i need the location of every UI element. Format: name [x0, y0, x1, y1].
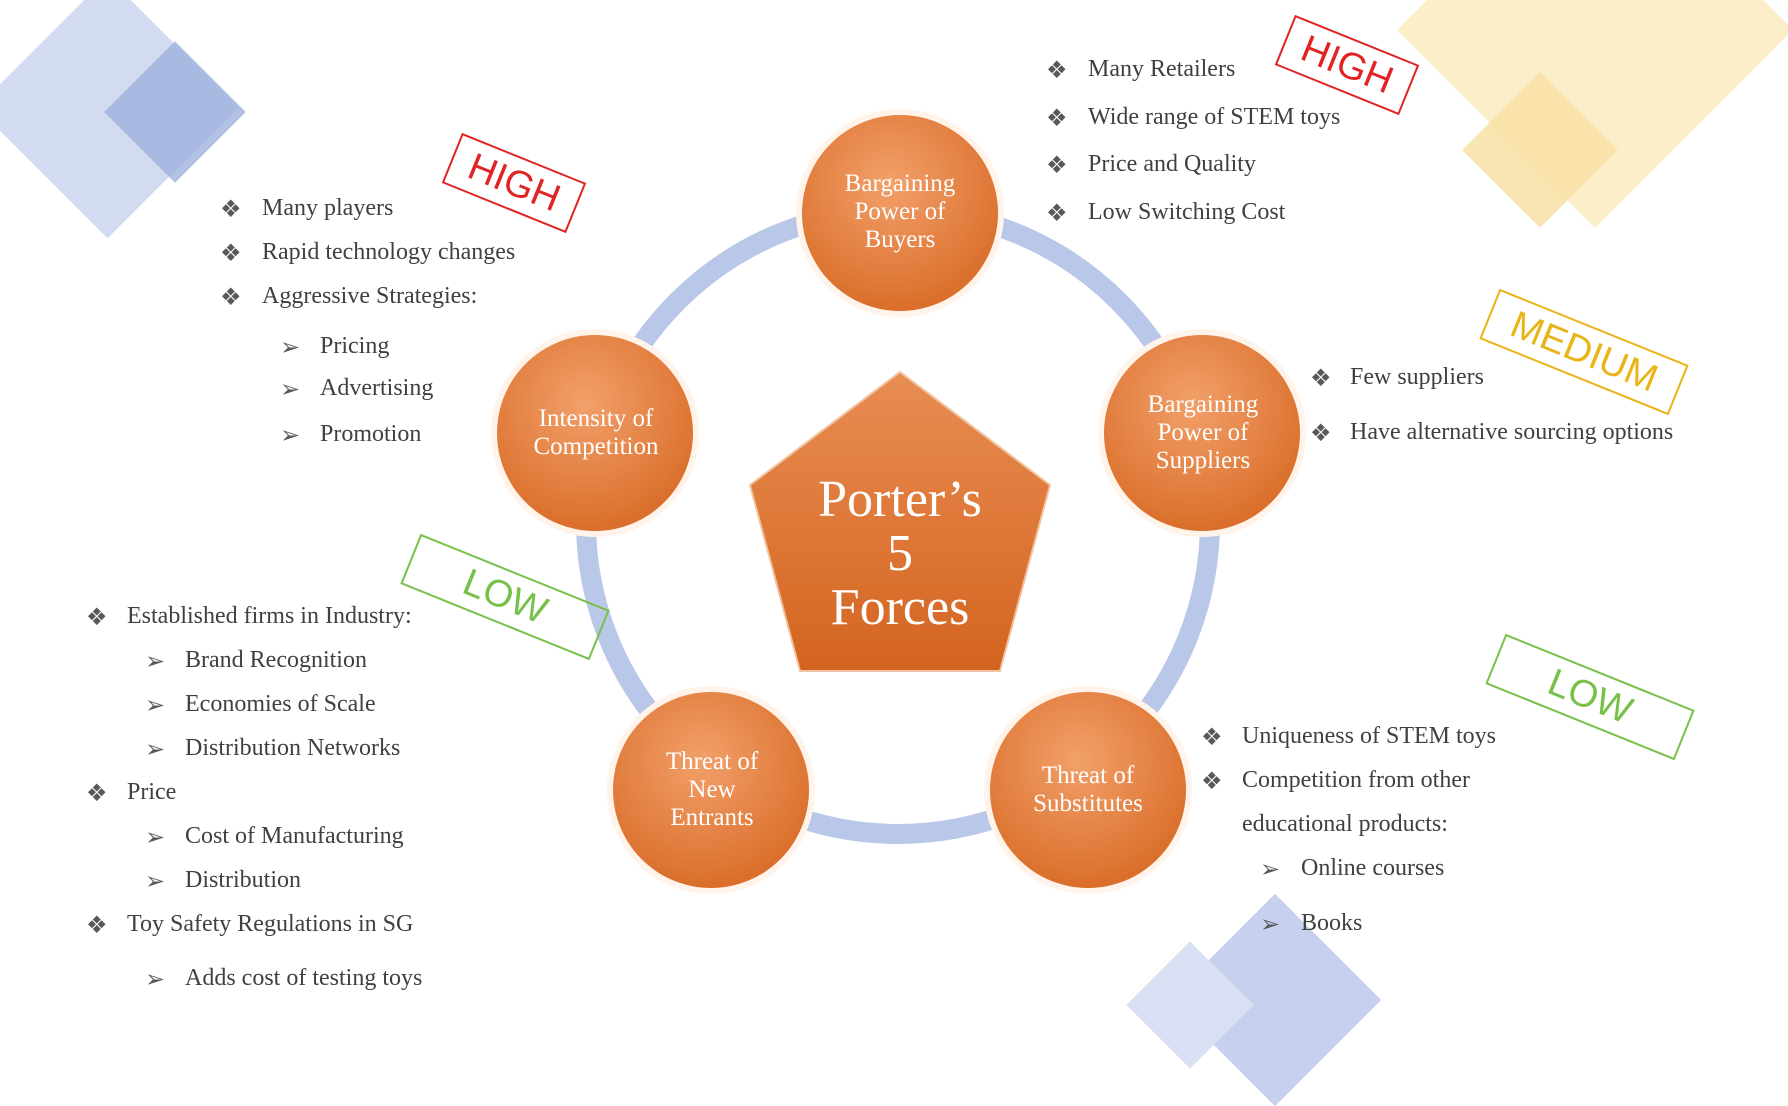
arrow-bullet-icon: ➢	[280, 377, 301, 403]
node-entrants-line2: New	[688, 776, 736, 803]
list-item: Have alternative sourcing options	[1350, 419, 1674, 445]
arrow-bullet-icon: ➢	[1260, 857, 1281, 883]
diamond-bullet-icon: ❖	[1046, 201, 1068, 227]
diamond-bullet-icon: ❖	[86, 781, 108, 807]
list-item: educational products:	[1242, 811, 1448, 837]
list-item: Aggressive Strategies:	[262, 283, 478, 309]
arrow-bullet-icon: ➢	[145, 649, 166, 675]
arrow-bullet-icon: ➢	[1260, 912, 1281, 938]
arrow-bullet-icon: ➢	[145, 967, 166, 993]
diamond-bullet-icon: ❖	[1046, 106, 1068, 132]
arrow-bullet-icon: ➢	[145, 869, 166, 895]
diamond-bullet-icon: ❖	[1046, 153, 1068, 179]
arrow-bullet-icon: ➢	[145, 825, 166, 851]
diamond-bullet-icon: ❖	[1046, 58, 1068, 84]
list-item: Distribution	[185, 867, 302, 893]
list-item: Distribution Networks	[185, 735, 401, 761]
node-suppliers-line2: Power of	[1157, 419, 1249, 446]
diamond-bullet-icon: ❖	[86, 605, 108, 631]
list-item: Cost of Manufacturing	[185, 823, 404, 849]
node-suppliers-line1: Bargaining	[1147, 391, 1259, 418]
diamond-bullet-icon: ❖	[1310, 366, 1332, 392]
forces-diagram	[491, 109, 1306, 894]
center-title-line3: Forces	[830, 579, 970, 636]
list-item: Adds cost of testing toys	[185, 965, 423, 991]
list-item: Rapid technology changes	[262, 239, 516, 265]
list-item: Promotion	[320, 421, 422, 447]
list-item: Toy Safety Regulations in SG	[127, 911, 414, 937]
diamond-bullet-icon: ❖	[1201, 725, 1223, 751]
diamond-bullet-icon: ❖	[1201, 769, 1223, 795]
list-item: Few suppliers	[1350, 364, 1484, 390]
diamond-bullet-icon: ❖	[220, 197, 242, 223]
node-entrants-line3: Entrants	[670, 804, 754, 831]
node-entrants-label: Threat of New Entrants	[622, 748, 802, 832]
node-buyers-line1: Bargaining	[844, 170, 956, 197]
node-substitutes-line1: Threat of	[1041, 762, 1135, 789]
list-item: Many Retailers	[1088, 56, 1236, 82]
node-circles	[491, 109, 1306, 894]
arrow-bullet-icon: ➢	[145, 693, 166, 719]
node-buyers-line3: Buyers	[864, 226, 936, 253]
list-item: Uniqueness of STEM toys	[1242, 723, 1496, 749]
list-item: Books	[1301, 910, 1363, 936]
diamond-bullet-icon: ❖	[220, 241, 242, 267]
node-competition-label: Intensity of Competition	[506, 405, 686, 461]
center-title-line2: 5	[887, 525, 913, 582]
node-competition-line1: Intensity of	[538, 405, 654, 432]
node-substitutes-line2: Substitutes	[1033, 790, 1143, 817]
list-item: Price and Quality	[1088, 151, 1256, 177]
arrow-bullet-icon: ➢	[280, 335, 301, 361]
list-item: Advertising	[320, 375, 434, 401]
list-item: Online courses	[1301, 855, 1445, 881]
node-substitutes-label: Threat of Substitutes	[998, 762, 1178, 818]
node-entrants-line1: Threat of	[665, 748, 759, 775]
list-item: Price	[127, 779, 177, 805]
diamond-bullet-icon: ❖	[1310, 421, 1332, 447]
list-item: Low Switching Cost	[1088, 199, 1286, 225]
center-title: Porter’s 5 Forces	[780, 473, 1020, 635]
diamond-bullet-icon: ❖	[86, 913, 108, 939]
node-buyers-label: Bargaining Power of Buyers	[810, 170, 990, 254]
diamond-bullet-icon: ❖	[220, 285, 242, 311]
list-item: Wide range of STEM toys	[1088, 104, 1341, 130]
list-item: Economies of Scale	[185, 691, 376, 717]
arrow-bullet-icon: ➢	[280, 423, 301, 449]
center-title-line1: Porter’s	[818, 471, 982, 528]
list-item: Brand Recognition	[185, 647, 367, 673]
list-item: Many players	[262, 195, 394, 221]
list-item: Competition from other	[1242, 767, 1470, 793]
node-suppliers-line3: Suppliers	[1155, 447, 1251, 474]
node-suppliers-label: Bargaining Power of Suppliers	[1113, 391, 1293, 475]
list-item: Established firms in Industry:	[127, 603, 412, 629]
node-buyers-line2: Power of	[854, 198, 946, 225]
list-item: Pricing	[320, 333, 390, 359]
node-competition-line2: Competition	[533, 433, 659, 460]
center-pentagon	[748, 370, 1052, 672]
arrow-bullet-icon: ➢	[145, 737, 166, 763]
